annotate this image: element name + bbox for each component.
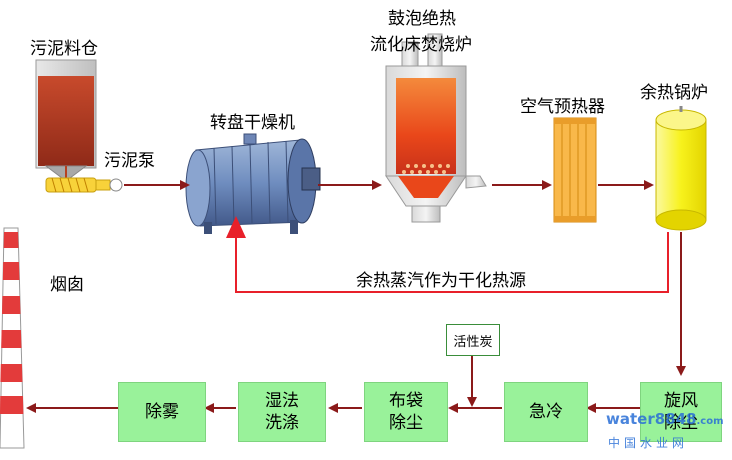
bag-filter-label-line1: 布袋 <box>389 391 423 411</box>
watermark-cn: 中国水业网 <box>608 436 689 450</box>
wet-scrubber-label-line1: 湿法 <box>265 391 299 411</box>
bag-filter-label-line2: 除尘 <box>389 413 423 433</box>
activated-carbon-label: 活性炭 <box>453 334 493 350</box>
wet-scrubber-label-line2: 洗涤 <box>265 413 299 433</box>
rotary-dryer-icon <box>185 133 321 234</box>
demister-box: 除雾 <box>118 382 206 442</box>
boiler-label: 余热锅炉 <box>640 83 708 103</box>
watermark-site: water8848.com <box>606 410 724 428</box>
cyclone-box: 旋风 除尘 <box>640 382 722 442</box>
dryer-label: 转盘干燥机 <box>210 113 295 133</box>
demister-label: 除雾 <box>145 402 179 422</box>
sludge-bin-icon <box>35 59 97 179</box>
quench-label: 急冷 <box>529 402 563 422</box>
cyclone-label-line2: 除尘 <box>664 413 698 433</box>
sludge-pump-icon <box>45 177 123 193</box>
sludge-pump-label: 污泥泵 <box>104 151 155 171</box>
activated-carbon-box: 活性炭 <box>446 324 500 356</box>
incinerator-icon <box>385 33 487 223</box>
steam-return-label: 余热蒸汽作为干化热源 <box>356 271 526 291</box>
chimney-label: 烟囱 <box>50 275 84 295</box>
chimney-icon <box>0 227 25 449</box>
bag-filter-box: 布袋 除尘 <box>364 382 448 442</box>
incinerator-label-line1: 鼓泡绝热 <box>388 9 456 29</box>
wet-scrubber-box: 湿法 洗涤 <box>238 382 326 442</box>
quench-box: 急冷 <box>504 382 588 442</box>
sludge-bin-label: 污泥料仓 <box>30 39 98 59</box>
cyclone-label-line1: 旋风 <box>664 391 698 411</box>
air-preheater-icon <box>553 117 597 223</box>
incinerator-label-line2: 流化床焚烧炉 <box>370 35 472 55</box>
flow-arrows <box>26 180 686 413</box>
waste-heat-boiler-icon <box>655 106 707 231</box>
steam-return-line <box>226 216 669 293</box>
air-preheater-label: 空气预热器 <box>520 97 605 117</box>
